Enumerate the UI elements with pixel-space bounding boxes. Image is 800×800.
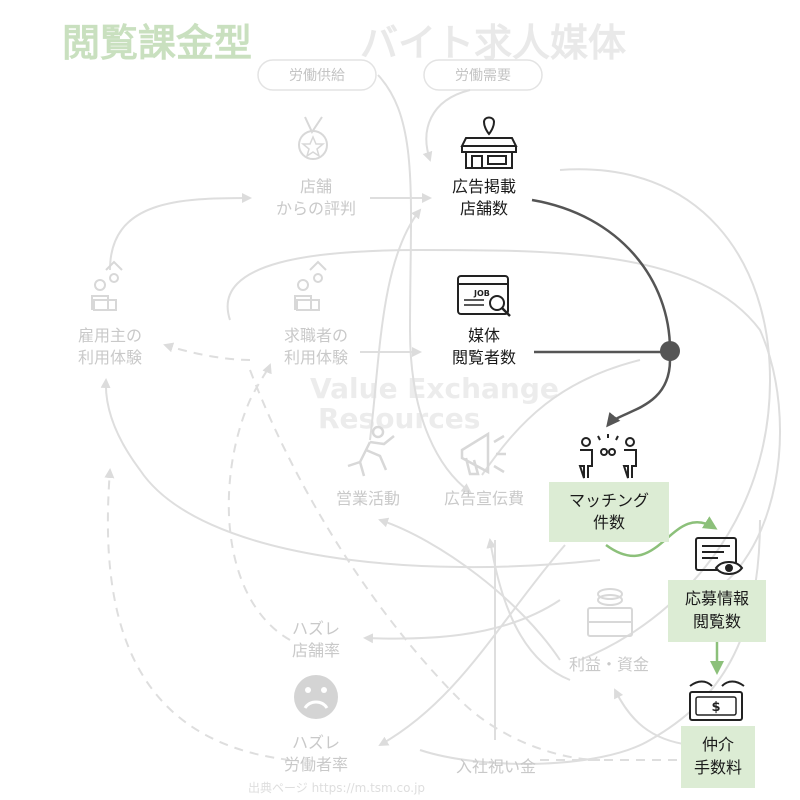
runner-icon — [347, 425, 395, 477]
flying-money-icon: $ — [689, 680, 745, 721]
node-store-rating-line2: からの評判 — [276, 199, 356, 218]
node-jobseeker-experience-line2: 利用体験 — [284, 348, 348, 367]
node-store-listings: 広告掲載 店舗数 — [452, 177, 516, 218]
store-icon — [460, 116, 518, 169]
node-brokerage-fee-line1: 仲介 — [702, 735, 734, 754]
node-employer-experience: 雇用主の 利用体験 — [78, 326, 142, 367]
loop-profit-to-sales — [378, 517, 561, 661]
node-store-rating: 店舗 からの評判 — [276, 177, 356, 218]
node-ad-spend: 広告宣伝費 — [444, 489, 524, 508]
node-miss-store-rate: ハズレ 店舗率 — [292, 619, 340, 660]
node-miss-worker-rate-line2: 労働者率 — [284, 755, 348, 774]
loop-ad-down — [481, 359, 641, 476]
node-sales-activity: 営業活動 — [336, 489, 400, 508]
handshake-people-icon — [578, 434, 637, 479]
node-miss-store-rate-line1: ハズレ — [292, 619, 340, 638]
jobseeker-people-icon — [294, 260, 327, 311]
node-store-listings-line2: 店舗数 — [460, 199, 508, 218]
loop-supply-to-matching — [377, 74, 472, 494]
node-brokerage-fee: 仲介 手数料 — [681, 726, 755, 788]
pill-demand: 労働需要 — [423, 59, 543, 91]
node-miss-worker-rate-line1: ハズレ — [292, 733, 340, 752]
node-store-listings-line1: 広告掲載 — [452, 177, 516, 196]
dashed-miss-store — [227, 363, 291, 641]
node-employer-experience-line1: 雇用主の — [78, 326, 142, 345]
watermark-line2: Resources — [318, 402, 480, 435]
title-rest: バイト求人媒体 — [360, 21, 626, 65]
loop-matching-to-miss-worker — [378, 544, 566, 746]
node-application-views-line1: 応募情報 — [685, 589, 749, 608]
title-highlight: 閲覧課金型 — [62, 21, 252, 65]
node-miss-worker-rate: ハズレ 労働者率 — [284, 733, 348, 774]
node-media-viewers-line1: 媒体 — [468, 326, 500, 345]
loop-large-bottom — [100, 378, 601, 569]
node-miss-store-rate-line2: 店舗率 — [292, 641, 340, 660]
active-arrows — [531, 198, 672, 428]
loop-matching-to-miss-store — [363, 599, 561, 644]
dashed-jobseeker-to-employer — [163, 342, 251, 361]
node-profit-capital: 利益・資金 — [569, 655, 649, 674]
node-joining-bonus: 入社祝い金 — [456, 757, 536, 776]
dashed-miss-worker-left — [104, 468, 291, 761]
node-matching-count-line2: 件数 — [593, 513, 625, 532]
junction-node — [660, 341, 680, 361]
dollar-icon-label: $ — [711, 700, 720, 715]
node-jobseeker-experience: 求職者の 利用体験 — [284, 326, 348, 367]
loop-employer-to-rating — [109, 193, 252, 271]
pill-demand-label: 労働需要 — [455, 68, 511, 84]
loop-profit-to-ad — [486, 538, 571, 681]
loop-big-outer — [226, 248, 781, 601]
loop-fee-to-profit — [614, 688, 691, 746]
loop-sales-up — [369, 208, 422, 441]
node-matching-count-line1: マッチング — [569, 491, 649, 510]
node-brokerage-fee-line2: 手数料 — [694, 758, 742, 777]
arrow-listings-to-junction — [531, 198, 672, 351]
coins-icon — [587, 588, 633, 637]
background-dashed-loops — [104, 342, 690, 761]
sad-face-icon — [294, 675, 338, 719]
job-icon-label: JOB — [473, 289, 490, 298]
medal-icon — [298, 116, 328, 160]
arrow-junction-to-matching — [606, 359, 672, 428]
megaphone-icon — [460, 431, 506, 476]
node-jobseeker-experience-line1: 求職者の — [284, 326, 348, 345]
node-store-rating-line1: 店舗 — [300, 177, 332, 196]
node-media-viewers-line2: 閲覧者数 — [452, 348, 516, 367]
node-media-viewers: 媒体 閲覧者数 — [452, 326, 516, 367]
node-application-views-line2: 閲覧数 — [693, 612, 741, 631]
source-credit: 出典ページ https://m.tsm.co.jp — [248, 781, 425, 795]
pill-supply-label: 労働供給 — [289, 68, 345, 84]
eye-document-icon — [695, 537, 744, 575]
node-application-views: 応募情報 閲覧数 — [668, 580, 766, 642]
employer-people-icon — [91, 260, 123, 311]
pill-supply: 労働供給 — [257, 59, 377, 91]
loop-demand-to-listings — [422, 89, 471, 162]
watermark-line1: Value Exchange — [310, 372, 559, 405]
node-matching-count: マッチング 件数 — [549, 482, 669, 542]
job-listing-icon: JOB — [457, 275, 511, 317]
node-employer-experience-line2: 利用体験 — [78, 348, 142, 367]
